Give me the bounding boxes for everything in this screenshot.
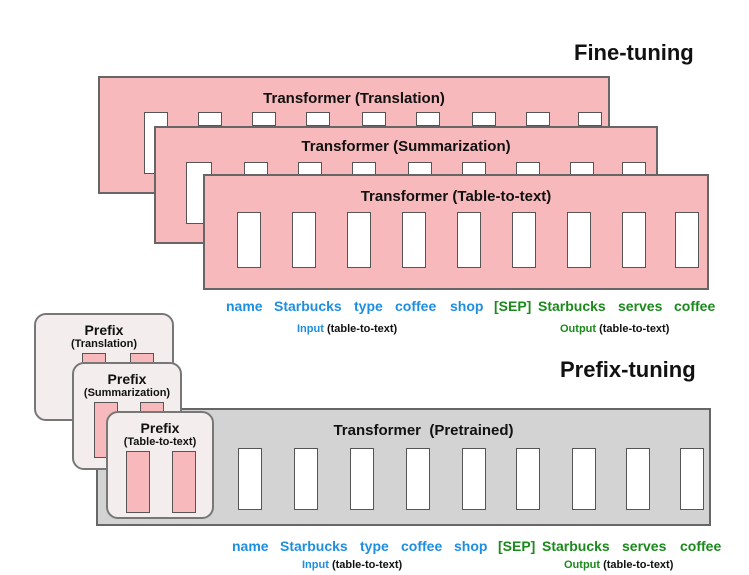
input-token: name <box>232 538 269 554</box>
prefixtuning-heading: Prefix-tuning <box>560 357 696 382</box>
input-caption-keyword: Input <box>297 323 324 335</box>
token-slot <box>416 112 440 126</box>
token-slot <box>252 112 276 126</box>
token-slot <box>292 212 316 268</box>
token-slot <box>238 448 262 510</box>
input-token: name <box>226 298 263 314</box>
input-token: coffee <box>395 298 437 314</box>
token-slot <box>237 212 261 268</box>
token-slot <box>578 112 602 126</box>
transformer-pretrained-title: Transformer (Pretrained) <box>333 422 514 439</box>
token-slot <box>622 212 646 268</box>
token-slot <box>402 212 426 268</box>
token-slot <box>675 212 699 268</box>
prefix-slot <box>172 451 196 513</box>
token-slot <box>680 448 704 510</box>
transformer-summarization-title: Transformer (Summarization) <box>301 138 511 155</box>
transformer-table-to-text-box: Transformer (Table-to-text) <box>203 174 709 290</box>
input-caption-rest: (table-to-text) <box>331 559 403 571</box>
input-caption-rest: (table-to-text) <box>326 323 398 335</box>
prefix-slot <box>126 451 150 513</box>
output-token: [SEP] <box>498 538 536 554</box>
token-slot <box>572 448 596 510</box>
prefix-table-to-text-box: Prefix (Table-to-text) <box>106 411 214 519</box>
token-slot <box>350 448 374 510</box>
token-slot <box>198 112 222 126</box>
input-token: Starbucks <box>274 298 342 314</box>
finetuning-input-caption: Input (table-to-text) <box>297 323 397 335</box>
token-slot <box>626 448 650 510</box>
prefixtuning-output-caption: Output (table-to-text) <box>564 559 673 571</box>
token-slot <box>462 448 486 510</box>
prefix-summarization-title: Prefix <box>107 371 147 387</box>
output-caption-rest: (table-to-text) <box>603 559 674 571</box>
output-token: serves <box>618 298 663 314</box>
output-caption-keyword: Output <box>564 559 601 571</box>
token-slot <box>567 212 591 268</box>
finetuning-heading: Fine-tuning <box>574 40 694 65</box>
output-caption-keyword: Output <box>560 323 597 335</box>
input-token: shop <box>450 298 484 314</box>
input-token: coffee <box>401 538 443 554</box>
input-token: type <box>354 298 383 314</box>
output-token: Starbucks <box>542 538 610 554</box>
input-token: Starbucks <box>280 538 348 554</box>
prefix-table-to-text-title: Prefix <box>140 420 180 436</box>
output-caption-rest: (table-to-text) <box>599 323 670 335</box>
input-token: shop <box>454 538 488 554</box>
transformer-translation-title: Transformer (Translation) <box>263 90 445 107</box>
prefix-translation-title: Prefix <box>84 322 124 338</box>
token-slot <box>457 212 481 268</box>
token-slot <box>362 112 386 126</box>
output-token: Starbucks <box>538 298 606 314</box>
output-token: coffee <box>674 298 716 314</box>
output-token: coffee <box>680 538 722 554</box>
prefixtuning-input-caption: Input (table-to-text) <box>302 559 402 571</box>
token-slot <box>306 112 330 126</box>
prefix-translation-task: (Translation) <box>70 338 137 350</box>
token-slot <box>347 212 371 268</box>
finetuning-output-caption: Output (table-to-text) <box>560 323 669 335</box>
prefix-summarization-task: (Summarization) <box>83 387 171 399</box>
token-slot <box>526 112 550 126</box>
input-caption-keyword: Input <box>302 559 329 571</box>
output-token: serves <box>622 538 667 554</box>
output-token: [SEP] <box>494 298 532 314</box>
token-slot <box>516 448 540 510</box>
token-slot <box>512 212 536 268</box>
prefix-table-to-text-task: (Table-to-text) <box>123 436 197 448</box>
token-slot <box>472 112 496 126</box>
transformer-table-to-text-title: Transformer (Table-to-text) <box>360 188 552 205</box>
token-slot <box>406 448 430 510</box>
input-token: type <box>360 538 389 554</box>
token-slot <box>294 448 318 510</box>
